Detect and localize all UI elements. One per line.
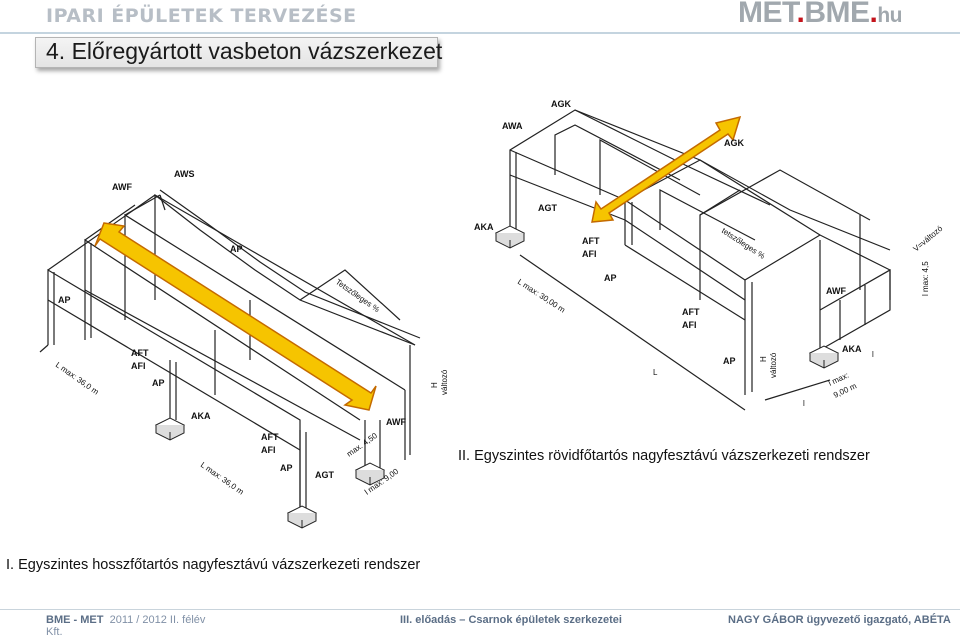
long-girder-frame-drawing xyxy=(39,189,421,510)
label-afi-2: AFI xyxy=(682,320,697,330)
label-tetszoleges-2: tetszőleges % xyxy=(720,226,767,261)
label-aka-2: AKA xyxy=(842,344,862,354)
met-bme-logo: MET.BME.hu xyxy=(738,0,903,30)
label-lmax-45: l max: 4,5 xyxy=(921,261,930,296)
label-aft-2: AFT xyxy=(682,307,700,317)
label-l-2: l xyxy=(803,399,805,408)
label-aft-1: AFT xyxy=(582,236,600,246)
label-aws: AWS xyxy=(174,169,195,179)
foundation-5 xyxy=(809,345,839,369)
footer-author: NAGY GÁBOR ügyvezető igazgató, ABÉTA xyxy=(728,614,951,626)
label-agk: AGK xyxy=(551,99,572,109)
label-ap-1: AP xyxy=(604,273,617,283)
label-lmax-bottom: L max: 36,0 m xyxy=(199,460,246,496)
label-agt: AGT xyxy=(538,203,558,213)
label-aft-2: AFT xyxy=(261,432,279,442)
logo-bme: BME xyxy=(804,0,870,29)
footer-semester: 2011 / 2012 II. félév xyxy=(109,614,206,626)
label-ap-left: AP xyxy=(58,295,71,305)
label-aka: AKA xyxy=(474,222,494,232)
logo-dot-2: . xyxy=(869,0,878,29)
label-awf-right: AWF xyxy=(386,417,406,427)
footer-left: BME - MET 2011 / 2012 II. félév xyxy=(46,614,205,626)
label-awa: AWA xyxy=(502,121,523,131)
caption-system-2: II. Egyszintes rövidfőtartós nagyfesztáv… xyxy=(458,448,870,464)
span-arrow-2 xyxy=(591,115,742,223)
section-title: 4. Előregyártott vasbeton vázszerkezet xyxy=(46,38,443,64)
label-h-1: H xyxy=(430,382,439,388)
label-afi-1: AFI xyxy=(131,361,146,371)
footer-kft: Kft. xyxy=(46,626,63,638)
foundation-4 xyxy=(495,225,525,249)
label-afi-2: AFI xyxy=(261,445,276,455)
section-title-box xyxy=(35,37,438,68)
short-girder-frame-drawing xyxy=(509,109,891,411)
label-aft-1: AFT xyxy=(131,348,149,358)
label-l-3: l xyxy=(872,350,874,359)
footer-lecture: III. előadás – Csarnok épületek szerkeze… xyxy=(400,614,622,626)
label-afi-1: AFI xyxy=(582,249,597,259)
course-title: IPARI ÉPÜLETEK TERVEZÉSE xyxy=(46,5,357,27)
label-awf-top: AWF xyxy=(112,182,132,192)
foundation-1 xyxy=(155,417,185,441)
label-lmax-left: L max: 36,0 m xyxy=(54,360,101,396)
label-agt: AGT xyxy=(315,470,335,480)
label-valtozo-2: változó xyxy=(769,352,778,378)
label-l: L xyxy=(653,368,658,377)
label-ap-2: AP xyxy=(723,356,736,366)
label-agk-2: AGK xyxy=(724,138,745,148)
logo-dot: . xyxy=(796,0,805,29)
label-awf: AWF xyxy=(826,286,846,296)
span-arrow-1 xyxy=(94,222,377,411)
caption-system-1: I. Egyszintes hosszfőtartós nagyfesztávú… xyxy=(6,557,421,573)
logo-met: MET xyxy=(738,0,797,29)
label-ap-bot: AP xyxy=(280,463,293,473)
header-divider xyxy=(0,32,960,34)
label-ap-mid: AP xyxy=(152,378,165,388)
footer-org: BME - MET xyxy=(46,614,104,626)
label-h-2: H xyxy=(759,356,768,362)
label-valtozo-1: változó xyxy=(440,369,449,395)
foundation-2 xyxy=(287,505,317,529)
label-aka: AKA xyxy=(191,411,211,421)
label-v-valtozo: V=változó xyxy=(912,224,945,254)
label-ap-top: AP xyxy=(230,244,243,254)
logo-hu: hu xyxy=(877,4,903,27)
footer-divider xyxy=(0,609,960,610)
